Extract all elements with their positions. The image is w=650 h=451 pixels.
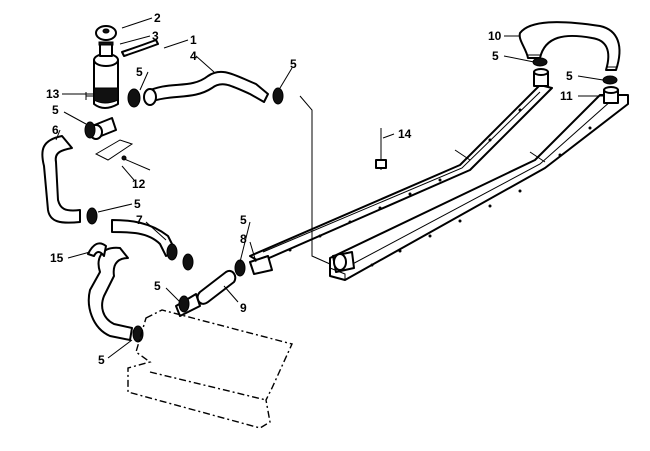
hose-10 <box>518 21 621 71</box>
callout-5i: 5 <box>566 69 573 83</box>
callout-7: 7 <box>136 213 143 227</box>
callout-5a: 5 <box>136 65 143 79</box>
leader-lines <box>55 17 604 359</box>
callout-1: 1 <box>190 33 197 47</box>
reservoir-gasket <box>98 41 114 46</box>
callout-2: 2 <box>154 11 161 25</box>
callout-3: 3 <box>152 29 159 43</box>
hose-6 <box>41 135 81 224</box>
routing-line <box>299 95 331 265</box>
lower-hose <box>87 246 133 341</box>
callout-5g: 5 <box>98 353 105 367</box>
callout-9: 9 <box>240 301 247 315</box>
callout-10: 10 <box>488 29 502 43</box>
callout-11: 11 <box>560 89 573 103</box>
bracket-12 <box>94 139 151 171</box>
hose-clamps <box>84 57 618 343</box>
front-exchanger-outlet <box>603 86 619 104</box>
front-exchanger-elbow <box>332 251 355 273</box>
bleed-screw-14 <box>375 128 387 170</box>
callout-labels: 2 3 1 4 5 5 13 5 6 12 5 7 15 5 5 8 9 5 1… <box>46 11 573 367</box>
callout-12: 12 <box>132 177 146 191</box>
reservoir-cap <box>95 25 117 41</box>
callout-4: 4 <box>190 49 197 63</box>
callout-6: 6 <box>52 123 59 137</box>
callout-5d: 5 <box>134 197 141 211</box>
hose-4 <box>145 70 269 103</box>
heat-exchanger-front <box>288 94 629 281</box>
overflow-hose <box>121 39 159 57</box>
callout-13: 13 <box>46 87 60 101</box>
reservoir-bracket <box>85 92 94 100</box>
callout-5e: 5 <box>154 279 161 293</box>
heat-exchanger-rivets <box>288 108 592 267</box>
callout-15: 15 <box>50 251 64 265</box>
callout-8: 8 <box>240 232 247 246</box>
chassis-outline <box>127 309 293 429</box>
callout-14: 14 <box>398 127 412 141</box>
hose-7 <box>111 219 177 257</box>
clip-15 <box>87 242 107 257</box>
coolant-reservoir <box>93 43 119 109</box>
callout-5h: 5 <box>492 49 499 63</box>
callout-5f: 5 <box>240 213 247 227</box>
hose-9 <box>196 270 237 305</box>
callout-5b: 5 <box>290 57 297 71</box>
rear-exchanger-outlet <box>533 68 549 87</box>
callout-5c: 5 <box>52 103 59 117</box>
